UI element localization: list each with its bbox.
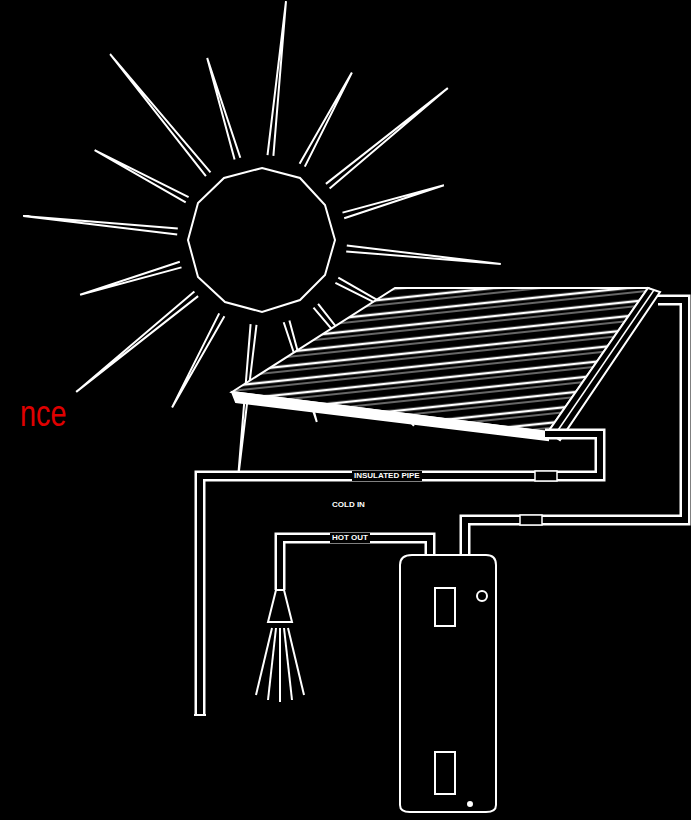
solar-collector [232, 288, 660, 440]
sun-ray [110, 54, 210, 176]
sun-ray [23, 216, 178, 235]
sun-ray [76, 292, 198, 392]
shower-head [256, 590, 304, 702]
sun-ray [343, 185, 444, 218]
sun-ray [300, 73, 352, 167]
sun-ray [207, 58, 240, 159]
partial-word: nce [20, 394, 66, 434]
pipe-label: COLD IN [330, 500, 367, 510]
sun-ray [80, 262, 181, 295]
sun-ray [346, 246, 501, 265]
pipe-label: INSULATED PIPE [352, 471, 422, 481]
sun-ray [268, 1, 287, 156]
sun-ray [172, 313, 224, 407]
sun-ray [95, 150, 189, 202]
sun [188, 168, 335, 312]
sun-ray [326, 88, 448, 188]
pipe-label: HOT OUT [330, 533, 370, 543]
water-heater-tank [400, 555, 496, 812]
